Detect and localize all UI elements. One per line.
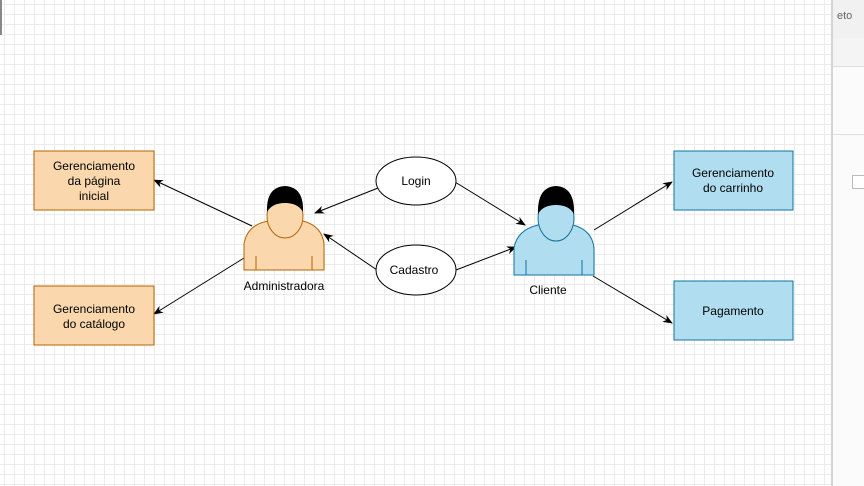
usecase-login[interactable]: Login bbox=[375, 156, 457, 206]
login-label: Login bbox=[401, 174, 430, 188]
box-payment[interactable]: Pagamento bbox=[673, 280, 794, 341]
client-label: Cliente bbox=[529, 283, 567, 297]
edge-login-to-admin[interactable] bbox=[314, 187, 379, 214]
box-payment-label: Pagamento bbox=[702, 304, 764, 318]
edge-client-to-cart[interactable] bbox=[593, 181, 673, 231]
panel-tab[interactable]: eto bbox=[833, 0, 864, 39]
usecase-signup[interactable]: Cadastro bbox=[375, 244, 457, 296]
box-cart-line2: do carrinho bbox=[703, 181, 763, 195]
client-hair-icon bbox=[537, 186, 575, 214]
box-catalog-management[interactable]: Gerenciamento do catálogo bbox=[33, 285, 155, 346]
box-home-line2: da página bbox=[68, 174, 121, 188]
panel-row bbox=[833, 38, 864, 67]
signup-label: Cadastro bbox=[390, 263, 439, 277]
connectors bbox=[153, 179, 673, 324]
admin-label: Administradora bbox=[244, 279, 325, 293]
box-catalog-line2: do catálogo bbox=[63, 317, 125, 331]
panel-tab-label: eto bbox=[837, 10, 853, 22]
format-panel: eto bbox=[833, 0, 864, 486]
box-cart-line1: Gerenciamento bbox=[692, 166, 774, 180]
box-home-management[interactable]: Gerenciamento da página inicial bbox=[33, 150, 155, 211]
admin-hair-icon bbox=[266, 186, 304, 212]
edge-signup-to-client[interactable] bbox=[455, 246, 517, 271]
diagram-canvas[interactable] bbox=[0, 0, 832, 486]
box-cart-management[interactable]: Gerenciamento do carrinho bbox=[673, 150, 794, 211]
box-home-line1: Gerenciamento bbox=[53, 159, 135, 173]
box-catalog-line1: Gerenciamento bbox=[53, 302, 135, 316]
edge-admin-to-catalog[interactable] bbox=[153, 257, 245, 315]
edge-admin-to-home[interactable] bbox=[153, 179, 253, 227]
actor-client[interactable]: Cliente bbox=[513, 186, 595, 297]
box-home-line3: inicial bbox=[79, 189, 109, 203]
edge-login-to-client[interactable] bbox=[454, 181, 526, 226]
edge-client-to-payment[interactable] bbox=[592, 275, 673, 324]
edge-signup-to-admin[interactable] bbox=[323, 233, 378, 271]
actor-admin[interactable]: Administradora bbox=[243, 186, 325, 293]
canvas-border bbox=[831, 0, 833, 486]
canvas-left-edge bbox=[0, 0, 2, 35]
use-case-diagram: Gerenciamento da página inicial Gerencia… bbox=[33, 150, 794, 346]
panel-checkbox[interactable] bbox=[852, 175, 864, 189]
panel-divider bbox=[833, 134, 864, 135]
